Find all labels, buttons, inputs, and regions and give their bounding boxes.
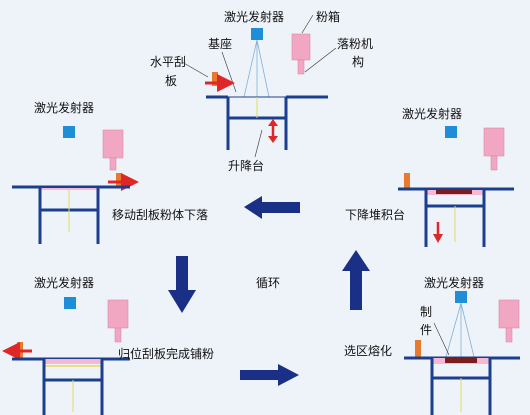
label-powder-mechanism-2: 构 (352, 54, 364, 69)
powder-box-icon (291, 33, 311, 75)
label-scraper-2: 板 (165, 74, 177, 88)
motion-arrow-icon (433, 222, 443, 243)
label-part-2: 件 (420, 323, 432, 337)
step-label-return-scraper: 归位刮板完成铺粉 (118, 346, 214, 361)
powder-box-icon (483, 127, 505, 171)
panel-top: 激光发射器 粉箱 落粉机 构 基座 水平刮 板 (150, 9, 373, 173)
scraper-icon (212, 72, 218, 86)
label-laser-mid-right: 激光发射器 (402, 106, 462, 121)
label-scraper-1: 水平刮 (150, 55, 186, 69)
flow-arrow-icon (244, 196, 300, 219)
laser-emitter-icon (445, 126, 457, 138)
cycle-label: 循环 (256, 276, 280, 290)
label-powder-box: 粉箱 (316, 9, 340, 24)
flow-arrow-icon (342, 250, 370, 310)
label-laser-bottom-left: 激光发射器 (34, 275, 94, 290)
label-substrate: 基座 (208, 36, 232, 51)
laser-emitter-icon (251, 28, 263, 40)
motion-arrow-icon (268, 119, 278, 143)
step-label-lower-platform: 下降堆积台 (345, 207, 405, 222)
scraper-icon (116, 173, 122, 187)
build-chamber-top (206, 95, 328, 150)
laser-emitter-icon (64, 297, 76, 309)
label-laser-bottom-right: 激光发射器 (424, 275, 484, 290)
flow-arrow-icon (240, 364, 299, 386)
label-laser-mid-left: 激光发射器 (34, 100, 94, 115)
step-label-move-scraper: 移动刮板粉体下落 (112, 208, 208, 222)
powder-box-icon (498, 299, 520, 343)
panel-return-scraper: 激光发射器 归位刮板完成铺粉 (2, 275, 214, 415)
panel-selective-melt: 激光发射器 制 件 选区熔化 (344, 275, 520, 415)
step-label-selective-melt: 选区熔化 (344, 343, 392, 358)
laser-emitter-icon (455, 291, 467, 303)
scraper-icon (404, 173, 410, 188)
label-laser-top: 激光发射器 (224, 9, 284, 24)
powder-box-icon (107, 299, 129, 343)
flow-arrow-icon (168, 256, 196, 313)
panel-move-scraper: 激光发射器 移动刮板粉体下落 (12, 100, 208, 244)
label-part-1: 制 (420, 305, 432, 319)
powder-box-icon (102, 129, 124, 171)
panel-lower-platform: 激光发射器 下降堆积台 (345, 106, 514, 247)
part (436, 189, 472, 194)
label-lift-platform: 升降台 (228, 158, 264, 173)
laser-emitter-icon (63, 126, 75, 138)
part (445, 357, 477, 363)
label-powder-mechanism-1: 落粉机 (337, 37, 373, 51)
scraper-icon (415, 340, 421, 357)
